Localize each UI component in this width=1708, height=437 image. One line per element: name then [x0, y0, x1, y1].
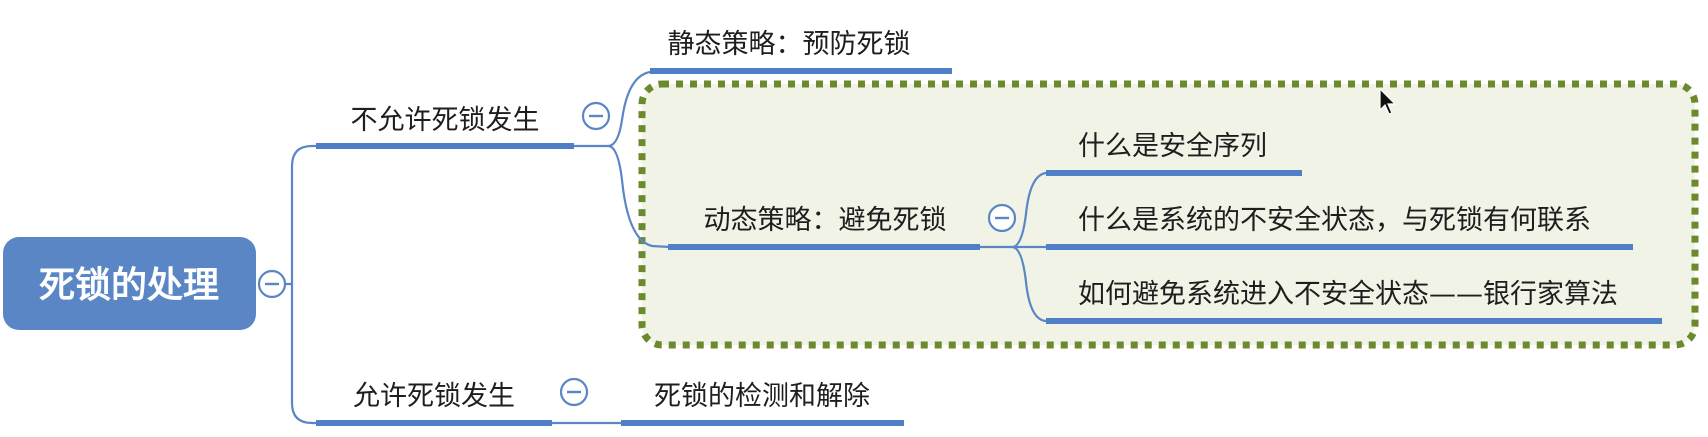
node-bankers-algorithm[interactable]: 如何避免系统进入不安全状态——银行家算法 — [1046, 279, 1662, 324]
node-safe-sequence[interactable]: 什么是安全序列 — [1046, 131, 1302, 176]
node-allow-deadlock-label: 允许死锁发生 — [353, 381, 515, 412]
node-allow-deadlock[interactable]: 允许死锁发生 — [316, 381, 552, 426]
node-dynamic-strategy[interactable]: 动态策略：避免死锁 — [668, 205, 980, 250]
collapse-dynamic-toggle[interactable] — [987, 203, 1017, 233]
connector-dynamic-children — [980, 171, 1050, 323]
node-detect-recover[interactable]: 死锁的检测和解除 — [621, 381, 904, 426]
node-detect-recover-label: 死锁的检测和解除 — [654, 381, 870, 412]
collapse-disallow-toggle[interactable] — [581, 101, 611, 131]
node-safe-sequence-label: 什么是安全序列 — [1078, 131, 1267, 162]
mouse-pointer-icon — [1379, 87, 1397, 115]
node-unsafe-state-label: 什么是系统的不安全状态，与死锁有何联系 — [1078, 205, 1591, 236]
root-node-label: 死锁的处理 — [39, 265, 219, 306]
node-unsafe-state[interactable]: 什么是系统的不安全状态，与死锁有何联系 — [1046, 205, 1633, 250]
node-static-strategy-label: 静态策略：预防死锁 — [668, 29, 911, 60]
node-static-strategy[interactable]: 静态策略：预防死锁 — [650, 29, 952, 74]
root-node-box — [3, 237, 256, 330]
node-disallow-deadlock[interactable]: 不允许死锁发生 — [316, 105, 574, 149]
collapse-allow-toggle[interactable] — [559, 377, 589, 407]
node-bankers-algorithm-label: 如何避免系统进入不安全状态——银行家算法 — [1078, 279, 1618, 310]
collapse-root-toggle[interactable] — [257, 269, 287, 299]
node-dynamic-strategy-label: 动态策略：避免死锁 — [704, 205, 947, 236]
boundary-region — [638, 80, 1699, 349]
node-disallow-deadlock-label: 不允许死锁发生 — [351, 105, 540, 136]
root-node[interactable]: 死锁的处理 — [3, 237, 256, 330]
connector-disallow-children — [574, 69, 673, 249]
